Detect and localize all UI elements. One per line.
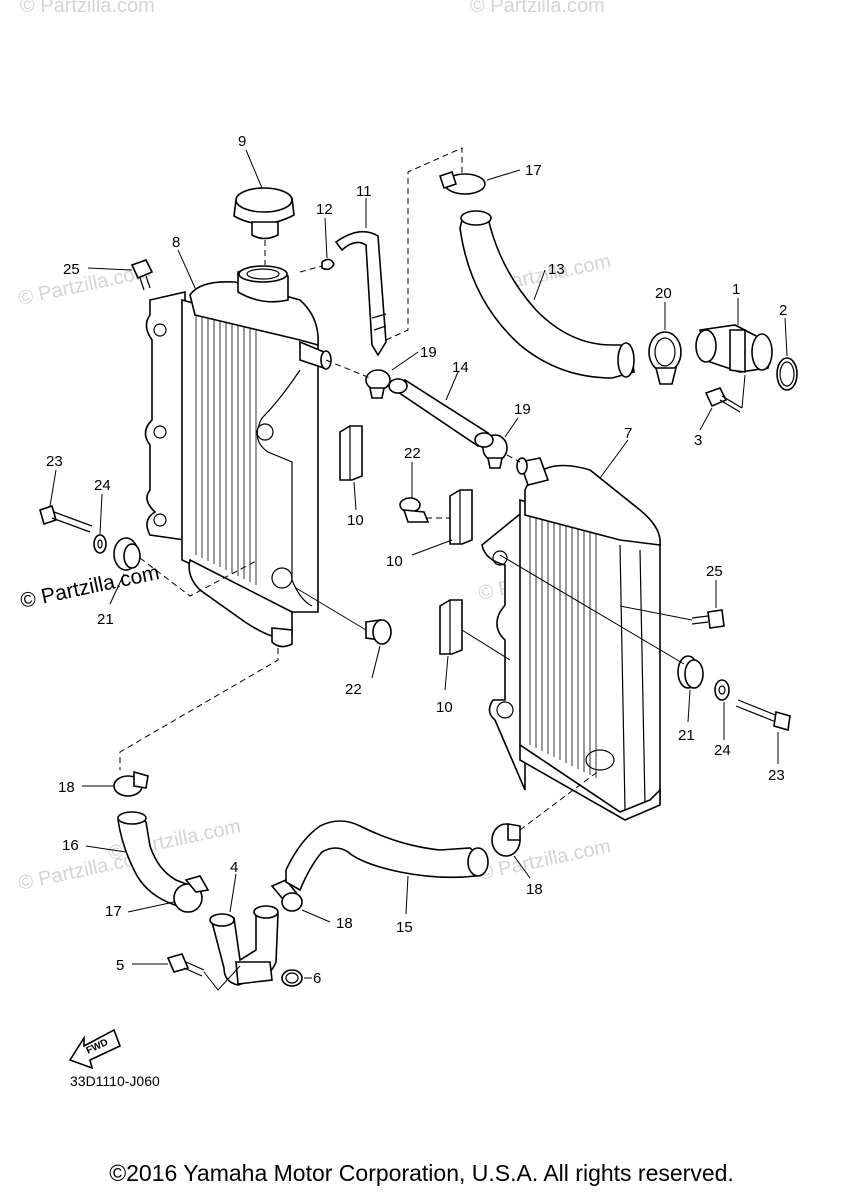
- label-3: 3: [694, 432, 702, 449]
- right-radiator-fins: [529, 505, 597, 778]
- label-21-left: 21: [97, 611, 114, 628]
- hose-clamp-17-top: [438, 170, 486, 195]
- label-22-lower: 22: [345, 681, 362, 698]
- grommet-21-left: [113, 537, 141, 571]
- label-18-left: 18: [58, 779, 75, 796]
- label-11: 11: [356, 183, 372, 200]
- o-ring-6: [281, 969, 303, 987]
- label-4: 4: [230, 859, 238, 876]
- label-10-middle: 10: [386, 553, 403, 570]
- label-25-left: 25: [63, 261, 80, 278]
- label-17-top: 17: [525, 162, 542, 179]
- collar-22-lower: [365, 619, 392, 645]
- label-8: 8: [172, 234, 180, 251]
- label-23-right: 23: [768, 767, 785, 784]
- radiator-cap: [233, 187, 295, 240]
- label-19-upper: 19: [420, 344, 437, 361]
- diagram-code: 33D1110-J060: [70, 1073, 160, 1089]
- clip-12: [321, 258, 335, 271]
- bolt-25-left: [130, 259, 154, 291]
- label-20: 20: [655, 285, 672, 302]
- grommet-21-right: [677, 655, 704, 689]
- hose-clamp-20: [648, 331, 682, 385]
- lower-hose-15: [285, 820, 483, 892]
- label-2: 2: [779, 302, 787, 319]
- bolt-3: [704, 387, 743, 413]
- label-10-upper: 10: [347, 512, 364, 529]
- label-18-right: 18: [526, 881, 543, 898]
- upper-hose-13: [459, 214, 635, 379]
- left-radiator: [144, 265, 332, 648]
- bolt-23-right: [735, 699, 791, 732]
- forward-arrow-icon: FWD: [68, 1028, 122, 1070]
- label-5: 5: [116, 957, 124, 974]
- copyright-notice: ©2016 Yamaha Motor Corporation, U.S.A. A…: [109, 1160, 734, 1186]
- label-23-left: 23: [46, 453, 63, 470]
- label-24-left: 24: [94, 477, 111, 494]
- label-16: 16: [62, 837, 79, 854]
- label-22-upper: 22: [404, 445, 421, 462]
- label-6: 6: [313, 970, 321, 987]
- label-17-lower: 17: [105, 903, 122, 920]
- label-18-mid: 18: [336, 915, 353, 932]
- label-7: 7: [624, 425, 632, 442]
- label-19-lower: 19: [514, 401, 531, 418]
- washer-24-right: [714, 679, 730, 701]
- label-25-right: 25: [706, 563, 723, 580]
- hose-clamp-17-lower: [173, 875, 210, 913]
- damper-10-upper: [339, 425, 363, 481]
- watermark-top-center: © Partzilla.com: [470, 0, 605, 17]
- label-10-lower: 10: [436, 699, 453, 716]
- label-12: 12: [316, 201, 333, 218]
- hose-clamp-18-mid: [270, 879, 304, 912]
- label-1: 1: [732, 281, 740, 298]
- bolt-25-right: [691, 609, 725, 629]
- label-21-right: 21: [678, 727, 695, 744]
- damper-10-middle: [449, 489, 473, 545]
- hose-clamp-18-right: [491, 823, 521, 857]
- watermark-top-left: © Partzilla.com: [20, 0, 155, 17]
- connecting-hose-14: [388, 378, 494, 448]
- collar-22-upper: [399, 497, 430, 523]
- label-14: 14: [452, 359, 469, 376]
- left-radiator-fins: [195, 305, 257, 585]
- damper-10-lower: [439, 599, 463, 655]
- label-13: 13: [548, 261, 565, 278]
- breather-hose-11: [334, 230, 387, 357]
- right-radiator: [481, 457, 661, 821]
- hose-clamp-18-left: [113, 770, 149, 797]
- label-9: 9: [238, 133, 246, 150]
- water-pipe-joint-1: [695, 324, 773, 373]
- label-15: 15: [396, 919, 413, 936]
- watermark-left-mid: © Partzilla.com: [16, 260, 152, 310]
- water-pipe-4: [209, 905, 279, 986]
- bolt-23-left: [39, 504, 93, 533]
- hose-clamp-19-upper: [365, 369, 391, 399]
- watermark-prominent: © Partzilla.com: [18, 561, 161, 613]
- washer-24-left: [93, 534, 107, 554]
- bolt-5: [166, 953, 205, 977]
- label-24-right: 24: [714, 742, 731, 759]
